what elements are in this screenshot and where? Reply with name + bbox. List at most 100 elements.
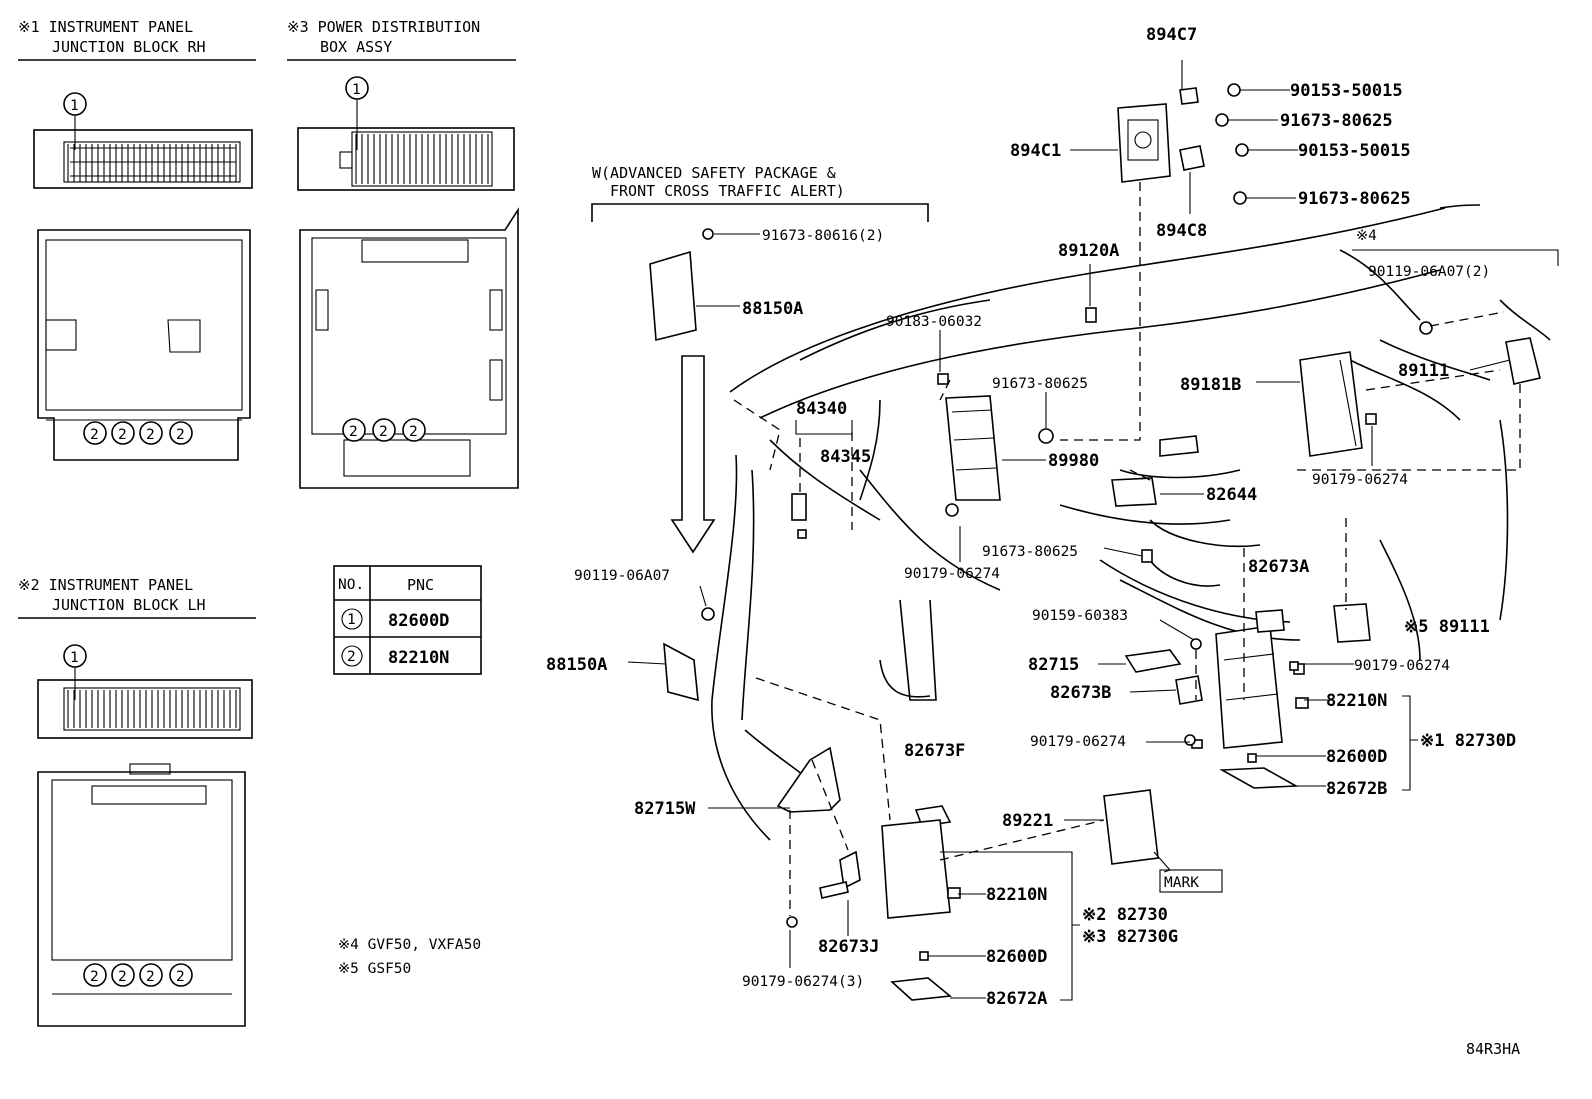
part-89111-top-shape xyxy=(1505,337,1541,385)
label-mark4: ※4 xyxy=(1356,228,1377,244)
inset-junction-block-lh: ※2 INSTRUMENT PANEL JUNCTION BLOCK LH 1 … xyxy=(18,576,256,1027)
fuse-callout-circle xyxy=(111,421,135,445)
label-894C7: 894C7 xyxy=(1146,25,1197,45)
fuse-callout-circle xyxy=(372,418,396,442)
pnc-row2-no: 2 xyxy=(347,649,356,665)
fuse-callout-circle xyxy=(83,963,107,987)
label-91673-80625-d: 91673-80625 xyxy=(982,544,1078,560)
label-82644: 82644 xyxy=(1206,485,1257,505)
label-90179-06274-b: 90179-06274 xyxy=(904,566,1000,582)
label-82673B: 82673B xyxy=(1050,683,1111,703)
inset2-title-line2: JUNCTION BLOCK LH xyxy=(52,596,206,614)
part-88150A-top-shape xyxy=(649,250,697,342)
figure-id: 84R3HA xyxy=(1466,1040,1520,1058)
label-84345: 84345 xyxy=(820,447,871,467)
label-mark: MARK xyxy=(1164,875,1199,891)
label-82715: 82715 xyxy=(1028,655,1079,675)
part-82644-shape xyxy=(1111,477,1157,507)
inset2-callout-number: 1 xyxy=(70,650,79,666)
inset1-title-line1: ※1 INSTRUMENT PANEL xyxy=(18,18,193,36)
label-82730D: ※1 82730D xyxy=(1420,731,1516,751)
pnc-row1-pnc: 82600D xyxy=(388,611,449,631)
inset3-title-line1: ※3 POWER DISTRIBUTION xyxy=(287,18,480,36)
fuse-callout-number: 2 xyxy=(118,427,127,443)
group-w-bracket: W(ADVANCED SAFETY PACKAGE & FRONT CROSS … xyxy=(591,164,929,554)
group-w-line2: FRONT CROSS TRAFFIC ALERT) xyxy=(610,182,845,200)
pnc-header-pnc: PNC xyxy=(407,576,434,594)
label-90179-06274-d: 90179-06274 xyxy=(1030,734,1126,750)
label-82672A: 82672A xyxy=(986,989,1047,1009)
note-5: ※5 GSF50 xyxy=(338,961,411,977)
label-84340: 84340 xyxy=(796,399,847,419)
label-90153-50015-b: 90153-50015 xyxy=(1298,141,1411,161)
label-82730G: ※3 82730G xyxy=(1082,927,1178,947)
label-89120A: 89120A xyxy=(1058,241,1119,261)
fuse-callout-circle xyxy=(139,963,163,987)
fuse-callout-number: 2 xyxy=(176,427,185,443)
fuse-callout-number: 2 xyxy=(118,969,127,985)
inset1-title-line2: JUNCTION BLOCK RH xyxy=(52,38,206,56)
label-89980: 89980 xyxy=(1048,451,1099,471)
pnc-table: NO. PNC 1 82600D 2 82210N xyxy=(333,565,482,675)
part-82730D-shape xyxy=(1215,625,1283,749)
part-82715W-shape xyxy=(776,746,841,813)
fuse-callout-number: 2 xyxy=(349,424,358,440)
label-89221: 89221 xyxy=(1002,811,1053,831)
label-89181B: 89181B xyxy=(1180,375,1241,395)
fuse-callout-circle xyxy=(111,963,135,987)
inset2-title-line1: ※2 INSTRUMENT PANEL xyxy=(18,576,193,594)
label-90159-60383: 90159-60383 xyxy=(1032,608,1128,624)
fuse-callout-number: 2 xyxy=(146,969,155,985)
part-89980-shape xyxy=(945,395,1001,501)
part-894C1-shape xyxy=(1117,103,1171,183)
label-90183-06032: 90183-06032 xyxy=(886,314,982,330)
inset3-title-line2: BOX ASSY xyxy=(320,38,392,56)
label-82673F: 82673F xyxy=(904,741,965,761)
fuse-callout-number: 2 xyxy=(90,969,99,985)
part-89181B-shape xyxy=(1299,351,1363,457)
mark-box xyxy=(1159,869,1223,893)
inset3-fuse-callouts: 2 2 2 xyxy=(342,418,426,442)
label-82673A: 82673A xyxy=(1248,557,1309,577)
label-894C1: 894C1 xyxy=(1010,141,1061,161)
part-89221-shape xyxy=(1103,789,1159,865)
pnc-header-no: NO. xyxy=(338,577,364,593)
fuse-callout-circle xyxy=(83,421,107,445)
label-82730: ※2 82730 xyxy=(1082,905,1168,925)
fuse-callout-number: 2 xyxy=(176,969,185,985)
label-91673-80625-a: 91673-80625 xyxy=(1280,111,1393,131)
label-88150A-bottom: 88150A xyxy=(546,655,607,675)
mark4-bracket xyxy=(1352,249,1559,266)
label-82210N-b: 82210N xyxy=(986,885,1047,905)
inset3-pin-ticks xyxy=(355,134,489,184)
label-82600D-a: 82600D xyxy=(1326,747,1387,767)
bracket-84340 xyxy=(795,420,853,435)
label-82210N-a: 82210N xyxy=(1326,691,1387,711)
inset1-pin-ticks xyxy=(67,144,237,182)
inset-junction-block-rh: ※1 INSTRUMENT PANEL JUNCTION BLOCK RH 1 … xyxy=(18,18,256,461)
note-4: ※4 GVF50, VXFA50 xyxy=(338,937,481,953)
label-89111-top: 89111 xyxy=(1398,361,1449,381)
label-90179-06274-c: 90179-06274 xyxy=(1354,658,1450,674)
group-w-line1: W(ADVANCED SAFETY PACKAGE & xyxy=(592,164,836,182)
label-90153-50015-a: 90153-50015 xyxy=(1290,81,1403,101)
inset2-pin-ticks xyxy=(67,690,237,728)
fuse-callout-number: 2 xyxy=(409,424,418,440)
label-91673-80625-c: 91673-80625 xyxy=(992,376,1088,392)
label-82600D-b: 82600D xyxy=(986,947,1047,967)
dashboard-outline xyxy=(711,204,1551,841)
pnc-row1-no: 1 xyxy=(347,612,356,628)
label-90179-06274-a: 90179-06274 xyxy=(1312,472,1408,488)
part-82730-shape xyxy=(881,819,951,919)
label-82672B: 82672B xyxy=(1326,779,1387,799)
fuse-callout-number: 2 xyxy=(379,424,388,440)
direction-arrow xyxy=(670,355,716,554)
parts xyxy=(649,83,1541,1001)
label-88150A-top: 88150A xyxy=(742,299,803,319)
part-labels: 894C7 90153-50015 91673-80625 894C1 9015… xyxy=(546,25,1559,1009)
fuse-callout-circle xyxy=(139,421,163,445)
fuse-callout-circle xyxy=(342,418,366,442)
fuse-callout-circle xyxy=(169,421,193,445)
